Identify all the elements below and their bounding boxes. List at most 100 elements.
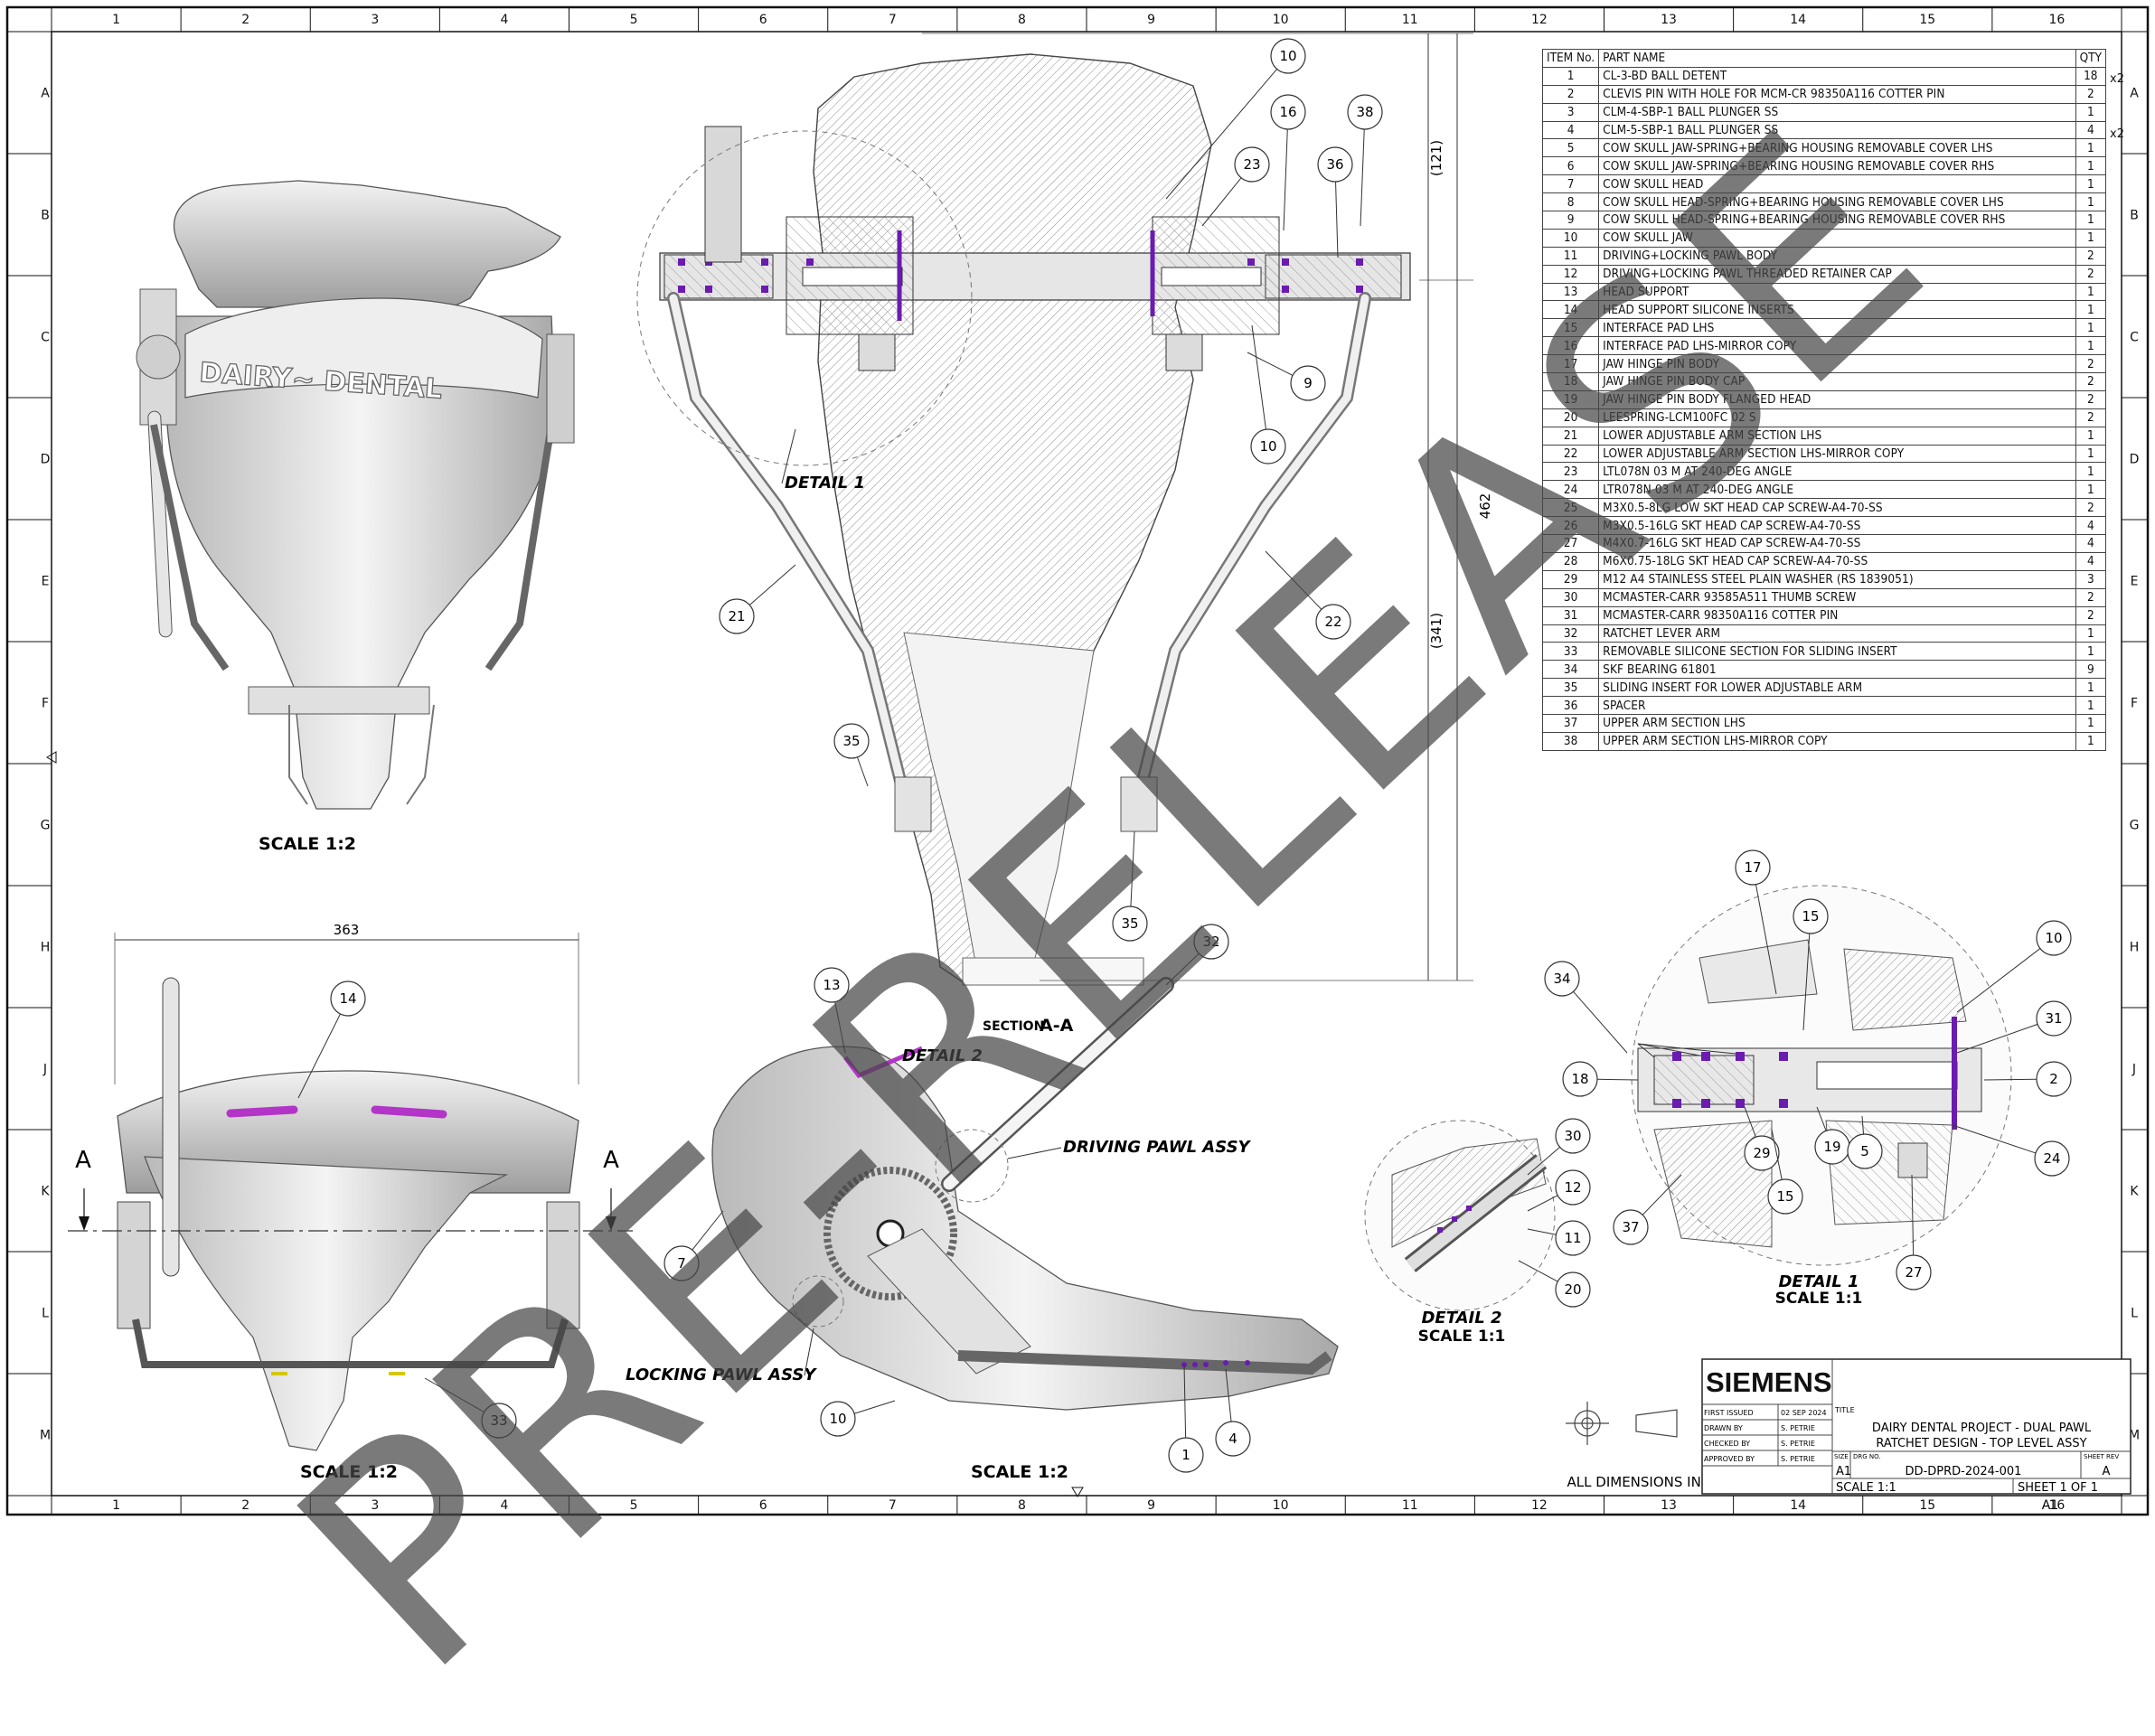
- balloon-section: 9: [1247, 352, 1326, 401]
- bom-part-name: M6X0.75-18LG SKT HEAD CAP SCREW-A4-70-SS: [1598, 551, 2076, 571]
- zone-column-label-top: 4: [500, 13, 508, 27]
- balloon-number: 38: [1356, 104, 1373, 120]
- bom-item-number: 4: [1541, 120, 1600, 140]
- balloon-number: 22: [1324, 614, 1341, 630]
- dimensions-note: ALL DIMENSIONS IN MM: [1567, 1474, 1729, 1490]
- bom-part-name: INTERFACE PAD LHS-MIRROR COPY: [1598, 336, 2076, 356]
- bom-qty: 4: [2075, 516, 2107, 536]
- zone-row-label-right: B: [2130, 209, 2139, 223]
- bom-part-name: LOWER ADJUSTABLE ARM SECTION LHS: [1598, 426, 2076, 446]
- balloon-side: 10: [820, 1400, 896, 1437]
- sheet-rev-label: SHEET REV: [2084, 1453, 2119, 1460]
- bom-item-number: 1: [1541, 66, 1600, 86]
- zone-row-label-right: H: [2130, 941, 2140, 955]
- balloon-number: 15: [1802, 908, 1819, 924]
- bom-item-number: 16: [1541, 336, 1600, 356]
- balloon-section: 35: [833, 723, 870, 787]
- balloon-number: 20: [1564, 1281, 1581, 1298]
- bom-part-name: M4X0.7-16LG SKT HEAD CAP SCREW-A4-70-SS: [1598, 534, 2076, 553]
- balloon-detail1: 24: [1952, 1124, 2070, 1177]
- balloon-number: 9: [1303, 375, 1313, 391]
- bom-header-qty: QTY: [2075, 49, 2107, 68]
- bom-qty: 1: [2075, 282, 2107, 302]
- drawing-number-label: DRG NO.: [1853, 1453, 1881, 1460]
- bom-part-name: JAW HINGE PIN BODY: [1598, 354, 2076, 374]
- bom-part-name: LOWER ADJUSTABLE ARM SECTION LHS-MIRROR …: [1598, 444, 2076, 464]
- bom-part-name: COW SKULL JAW-SPRING+BEARING HOUSING REM…: [1598, 138, 2076, 158]
- zone-column-label-top: 13: [1661, 13, 1677, 27]
- bom-qty: 9: [2075, 660, 2107, 680]
- zone-column-label-bottom: 15: [1919, 1498, 1935, 1513]
- bom-qty: 1: [2075, 462, 2107, 482]
- zone-column-label-bottom: 4: [500, 1498, 508, 1513]
- balloon-number: 10: [829, 1411, 846, 1427]
- balloon-detail2: 20: [1518, 1260, 1591, 1308]
- zone-column-label-bottom: 7: [889, 1498, 897, 1513]
- balloon-detail1: 34: [1544, 961, 1628, 1054]
- balloon-number: 21: [728, 608, 745, 624]
- bom-qty: 18: [2075, 66, 2107, 86]
- bom-part-name: LEESPRING-LCM100FC 02 S: [1598, 408, 2076, 427]
- bom-item-number: 18: [1541, 372, 1600, 391]
- bom-qty: 2: [2075, 587, 2107, 607]
- zone-column-label-top: 12: [1531, 13, 1548, 27]
- balloon-side: 32: [1165, 924, 1229, 986]
- balloon-detail1: 19: [1814, 1106, 1850, 1165]
- zone-row-label-left: M: [40, 1429, 51, 1443]
- centering-mark-bottom: [1071, 1487, 1084, 1497]
- approved-by-label: APPROVED BY: [1704, 1455, 1755, 1463]
- checked-by-value: S. PETRIE: [1781, 1440, 1815, 1448]
- section-a-a-label: SECTION A-A: [983, 1016, 1074, 1036]
- detail-2-scale: SCALE 1:1: [1418, 1328, 1506, 1346]
- balloon-number: 10: [1279, 48, 1296, 64]
- bom-part-name: RATCHET LEVER ARM: [1598, 624, 2076, 643]
- bom-qty: 1: [2075, 102, 2107, 122]
- zone-row-label-left: H: [41, 941, 51, 955]
- bom-item-number: 38: [1541, 731, 1600, 751]
- bom-part-name: M3X0.5-16LG SKT HEAD CAP SCREW-A4-70-SS: [1598, 516, 2076, 536]
- bom-part-name: COW SKULL JAW: [1598, 228, 2076, 248]
- sheet-count: SHEET 1 OF 1: [2018, 1481, 2098, 1495]
- dim-lower-341: (341): [1428, 613, 1445, 649]
- balloon-detail1: 5: [1847, 1115, 1883, 1169]
- zone-row-label-right: K: [2130, 1185, 2139, 1199]
- title-line-1: DAIRY DENTAL PROJECT - DUAL PAWL: [1872, 1422, 2092, 1435]
- drawn-by-label: DRAWN BY: [1704, 1424, 1743, 1432]
- bom-part-name: SLIDING INSERT FOR LOWER ADJUSTABLE ARM: [1598, 678, 2076, 698]
- balloon-number: 19: [1823, 1139, 1840, 1155]
- zone-column-label-top: 14: [1790, 13, 1806, 27]
- zone-row-label-left: G: [41, 819, 51, 833]
- zone-row-label-left: K: [41, 1185, 50, 1199]
- bom-part-name: COW SKULL JAW-SPRING+BEARING HOUSING REM…: [1598, 156, 2076, 176]
- zone-row-label-left: L: [42, 1307, 49, 1321]
- bom-qty: 2: [2075, 372, 2107, 391]
- balloon-detail1: 27: [1896, 1174, 1932, 1290]
- bom-qty: 1: [2075, 174, 2107, 194]
- bom-item-number: 34: [1541, 660, 1600, 680]
- balloon-number: 34: [1553, 971, 1570, 987]
- bom-item-number: 11: [1541, 246, 1600, 266]
- front-view: 363 A A: [68, 922, 633, 1451]
- balloon-side: 7: [663, 1210, 724, 1281]
- zone-column-label-bottom: 1: [112, 1498, 120, 1513]
- bom-part-name: CLEVIS PIN WITH HOLE FOR MCM-CR 98350A11…: [1598, 84, 2076, 104]
- section-label-prefix: SECTION: [983, 1019, 1044, 1034]
- balloon-number: 24: [2043, 1150, 2060, 1167]
- bom-part-name: SKF BEARING 61801: [1598, 660, 2076, 680]
- balloon-number: 10: [1259, 438, 1276, 455]
- bom-part-name: CLM-4-SBP-1 BALL PLUNGER SS: [1598, 102, 2076, 122]
